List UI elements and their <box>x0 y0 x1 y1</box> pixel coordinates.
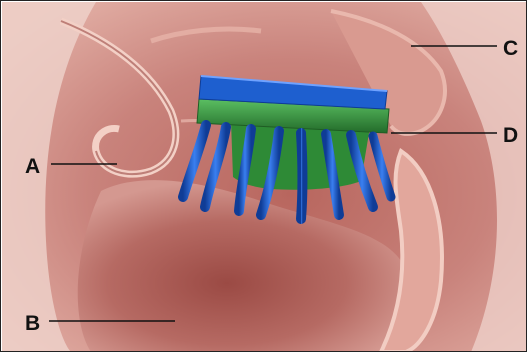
label-b: B <box>25 313 40 334</box>
label-c: C <box>503 38 518 59</box>
label-a: A <box>25 156 40 177</box>
prong-5 <box>301 133 303 219</box>
label-d: D <box>503 125 518 146</box>
